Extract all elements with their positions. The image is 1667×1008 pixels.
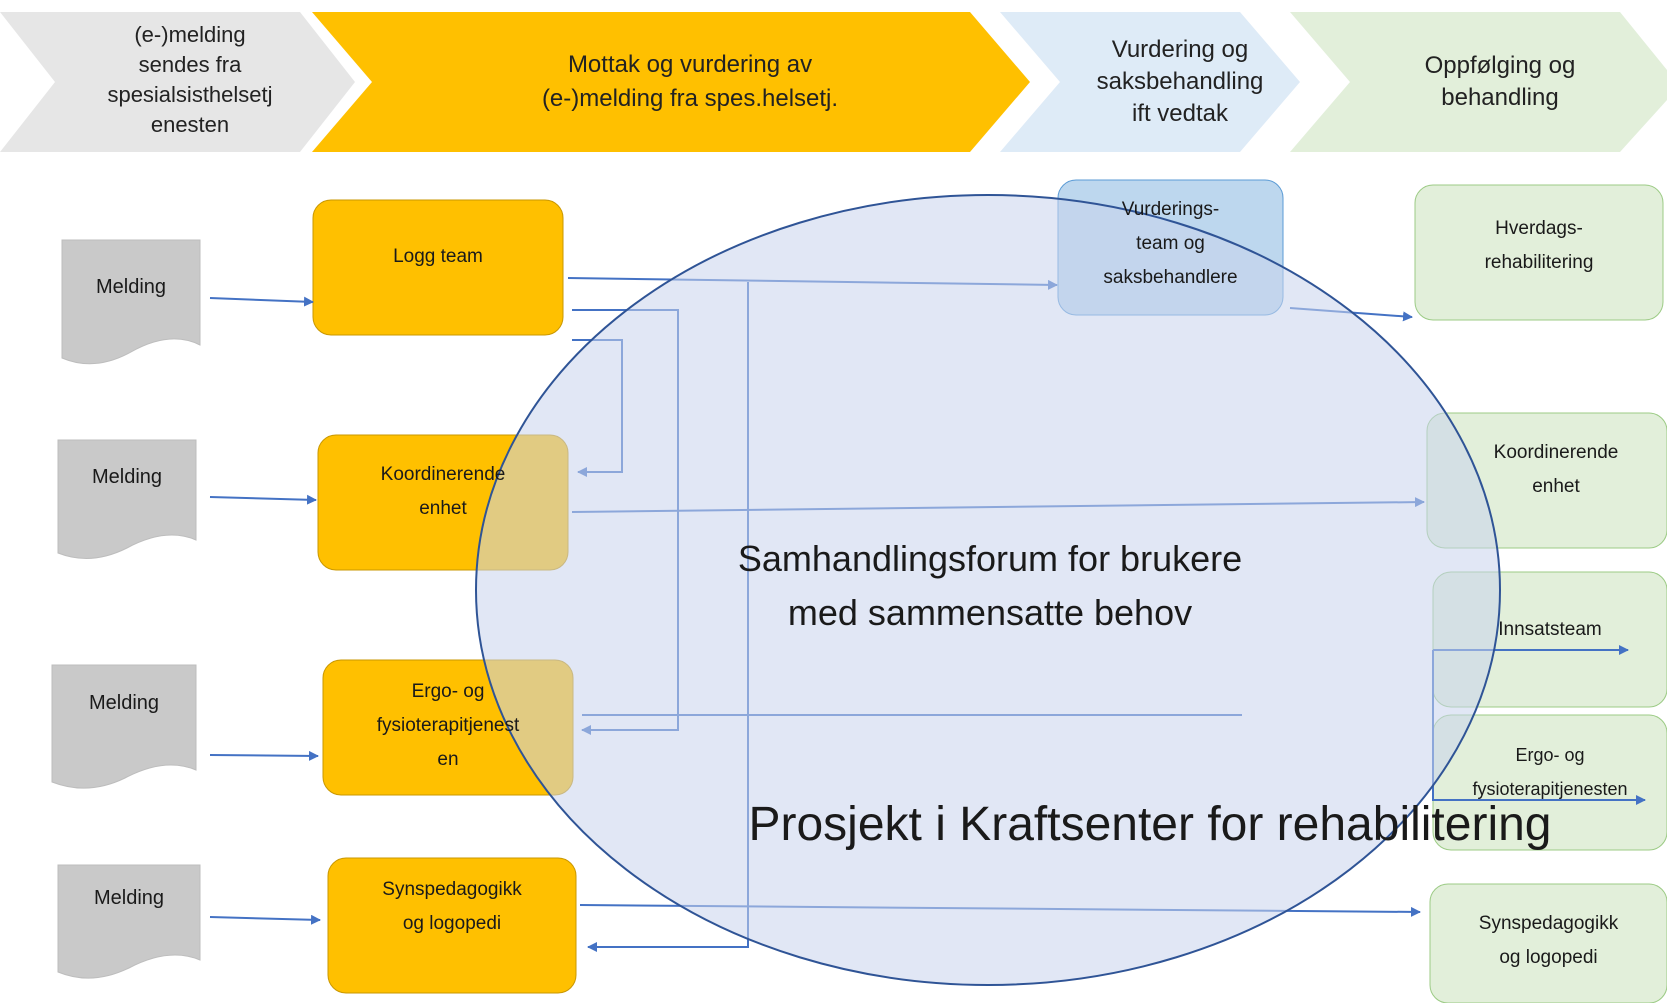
phase-chevron-3 <box>1000 12 1300 152</box>
arrow-melding-2 <box>209 494 317 505</box>
followup-label-4: Ergo- og fysioterapitjenesten <box>1433 738 1667 806</box>
forum-ellipse <box>475 194 1501 986</box>
phase-label-2: Mottak og vurdering av (e-)melding fra s… <box>420 48 960 116</box>
phase-1-line-2: sendes fra <box>138 52 242 77</box>
followup-box-1 <box>1414 184 1664 321</box>
intake-2-line-2: enhet <box>419 498 467 519</box>
intake-label-1: Logg team <box>313 240 563 274</box>
message-doc-1 <box>61 239 201 365</box>
phase-chevron-2 <box>312 12 1030 152</box>
intake-3-line-1: Ergo- og <box>411 681 485 702</box>
phase-2-line-1: Mottak og vurdering av <box>567 51 813 78</box>
message-doc-2 <box>57 439 197 559</box>
phase-3-line-3: ift vedtak <box>1131 100 1229 127</box>
followup-1-line-1: Hverdags- <box>1495 218 1583 239</box>
intake-2-line-1: Koordinerende <box>380 464 506 485</box>
phase-4-line-2: behandling <box>1441 84 1559 111</box>
phase-chevron-4 <box>1290 12 1667 152</box>
followup-label-3: Innsatsteam <box>1433 613 1667 647</box>
arrow-melding-1 <box>209 296 314 307</box>
message-doc-3 <box>51 664 197 789</box>
assessment-line-3: saksbehandlere <box>1103 267 1238 288</box>
intake-box-4 <box>327 857 577 994</box>
assessment-label: Vurderings- team og saksbehandlere <box>1058 193 1283 295</box>
intake-3-line-3: en <box>437 749 459 770</box>
phase-label-4: Oppfølging og behandling <box>1380 50 1620 114</box>
assessment-line-1: Vurderings- <box>1121 199 1220 220</box>
followup-label-1: Hverdags- rehabilitering <box>1415 212 1663 280</box>
phase-3-line-2: saksbehandling <box>1096 68 1264 95</box>
message-label-3: Melding <box>88 692 160 714</box>
phase-label-1: (e-)melding sendes fra spesialsisthelset… <box>60 20 320 140</box>
followup-5-line-2: og logopedi <box>1499 947 1598 968</box>
message-label-2: Melding <box>91 466 163 488</box>
intake-4-line-2: og logopedi <box>402 913 502 934</box>
forum-title: Samhandlingsforum for brukere med sammen… <box>640 532 1340 640</box>
forum-title-line-1: Samhandlingsforum for brukere <box>737 538 1243 579</box>
followup-2-line-1: Koordinerende <box>1493 442 1619 463</box>
forum-title-line-2: med sammensatte behov <box>787 592 1193 633</box>
phase-1-line-1: (e-)melding <box>134 22 246 47</box>
message-label-4: Melding <box>93 887 165 909</box>
intake-label-2: Koordinerende enhet <box>318 458 568 526</box>
phase-chevron-1 <box>0 12 355 152</box>
followup-3-line-1: Innsatsteam <box>1498 619 1602 640</box>
arrow-melding-4 <box>209 914 321 925</box>
phase-1-line-3: spesialsisthelsetj <box>107 82 273 107</box>
phase-1-line-4: enesten <box>150 112 230 137</box>
intake-3-line-2: fysioterapitjenest <box>376 715 520 736</box>
phase-4-line-1: Oppfølging og <box>1424 52 1576 79</box>
followup-4-line-1: Ergo- og <box>1515 745 1585 765</box>
message-label-1: Melding <box>95 276 167 298</box>
phase-3-line-1: Vurdering og <box>1111 36 1249 63</box>
intake-1-line-1: Logg team <box>393 246 483 267</box>
phase-2-line-2: (e-)melding fra spes.helsetj. <box>541 85 839 112</box>
arrow-melding-3 <box>209 750 319 761</box>
followup-label-5: Synspedagogikk og logopedi <box>1430 907 1667 975</box>
assessment-line-2: team og <box>1136 233 1205 254</box>
message-doc-4 <box>57 864 201 979</box>
intake-label-3: Ergo- og fysioterapitjenest en <box>323 675 573 777</box>
followup-4-line-2: fysioterapitjenesten <box>1472 779 1628 799</box>
followup-label-2: Koordinerende enhet <box>1445 436 1667 504</box>
followup-2-line-2: enhet <box>1532 476 1580 497</box>
intake-box-1 <box>312 199 564 336</box>
phase-label-3: Vurdering og saksbehandling ift vedtak <box>1060 34 1300 130</box>
followup-1-line-2: rehabilitering <box>1484 252 1594 273</box>
intake-label-4: Synspedagogikk og logopedi <box>328 873 576 941</box>
intake-4-line-1: Synspedagogikk <box>382 879 522 900</box>
followup-5-line-1: Synspedagogikk <box>1478 913 1619 934</box>
project-title: Prosjekt i Kraftsenter for rehabiliterin… <box>748 798 1552 851</box>
